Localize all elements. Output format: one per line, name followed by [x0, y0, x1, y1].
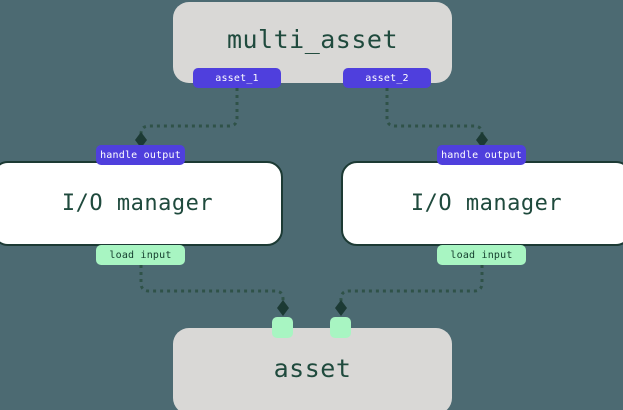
port-badge-load-input-right[interactable]: load input: [437, 245, 526, 265]
port-badge-asset-2[interactable]: asset_2: [343, 68, 431, 88]
edge-asset1-to-io-left: [139, 88, 239, 140]
port-badge-handle-output-right-label: handle output: [441, 149, 522, 161]
arrowhead-asset-port-a: [277, 300, 289, 316]
edge-asset2-to-io-right: [385, 88, 484, 140]
port-badge-handle-output-left[interactable]: handle output: [96, 145, 185, 165]
port-square-asset-a[interactable]: [272, 317, 293, 338]
port-badge-handle-output-left-label: handle output: [100, 149, 181, 161]
node-io-manager-left[interactable]: I/O manager: [0, 161, 283, 246]
port-badge-load-input-left-label: load input: [109, 249, 172, 261]
edge-io-left-to-asset-port-a: [139, 265, 285, 307]
port-badge-asset-1[interactable]: asset_1: [193, 68, 281, 88]
port-badge-load-input-right-label: load input: [450, 249, 513, 261]
node-asset-label: asset: [273, 353, 352, 383]
node-asset[interactable]: asset: [173, 328, 452, 410]
port-square-asset-b[interactable]: [330, 317, 351, 338]
node-io-manager-left-label: I/O manager: [61, 191, 214, 216]
node-multi-asset-label: multi_asset: [226, 25, 399, 54]
edge-io-right-to-asset-port-b: [339, 265, 484, 307]
port-badge-load-input-left[interactable]: load input: [96, 245, 185, 265]
node-io-manager-right[interactable]: I/O manager: [341, 161, 623, 246]
node-io-manager-right-label: I/O manager: [410, 191, 563, 216]
arrowhead-asset-port-b: [335, 300, 347, 316]
port-badge-handle-output-right[interactable]: handle output: [437, 145, 526, 165]
port-badge-asset-2-label: asset_2: [365, 72, 409, 84]
port-badge-asset-1-label: asset_1: [215, 72, 259, 84]
